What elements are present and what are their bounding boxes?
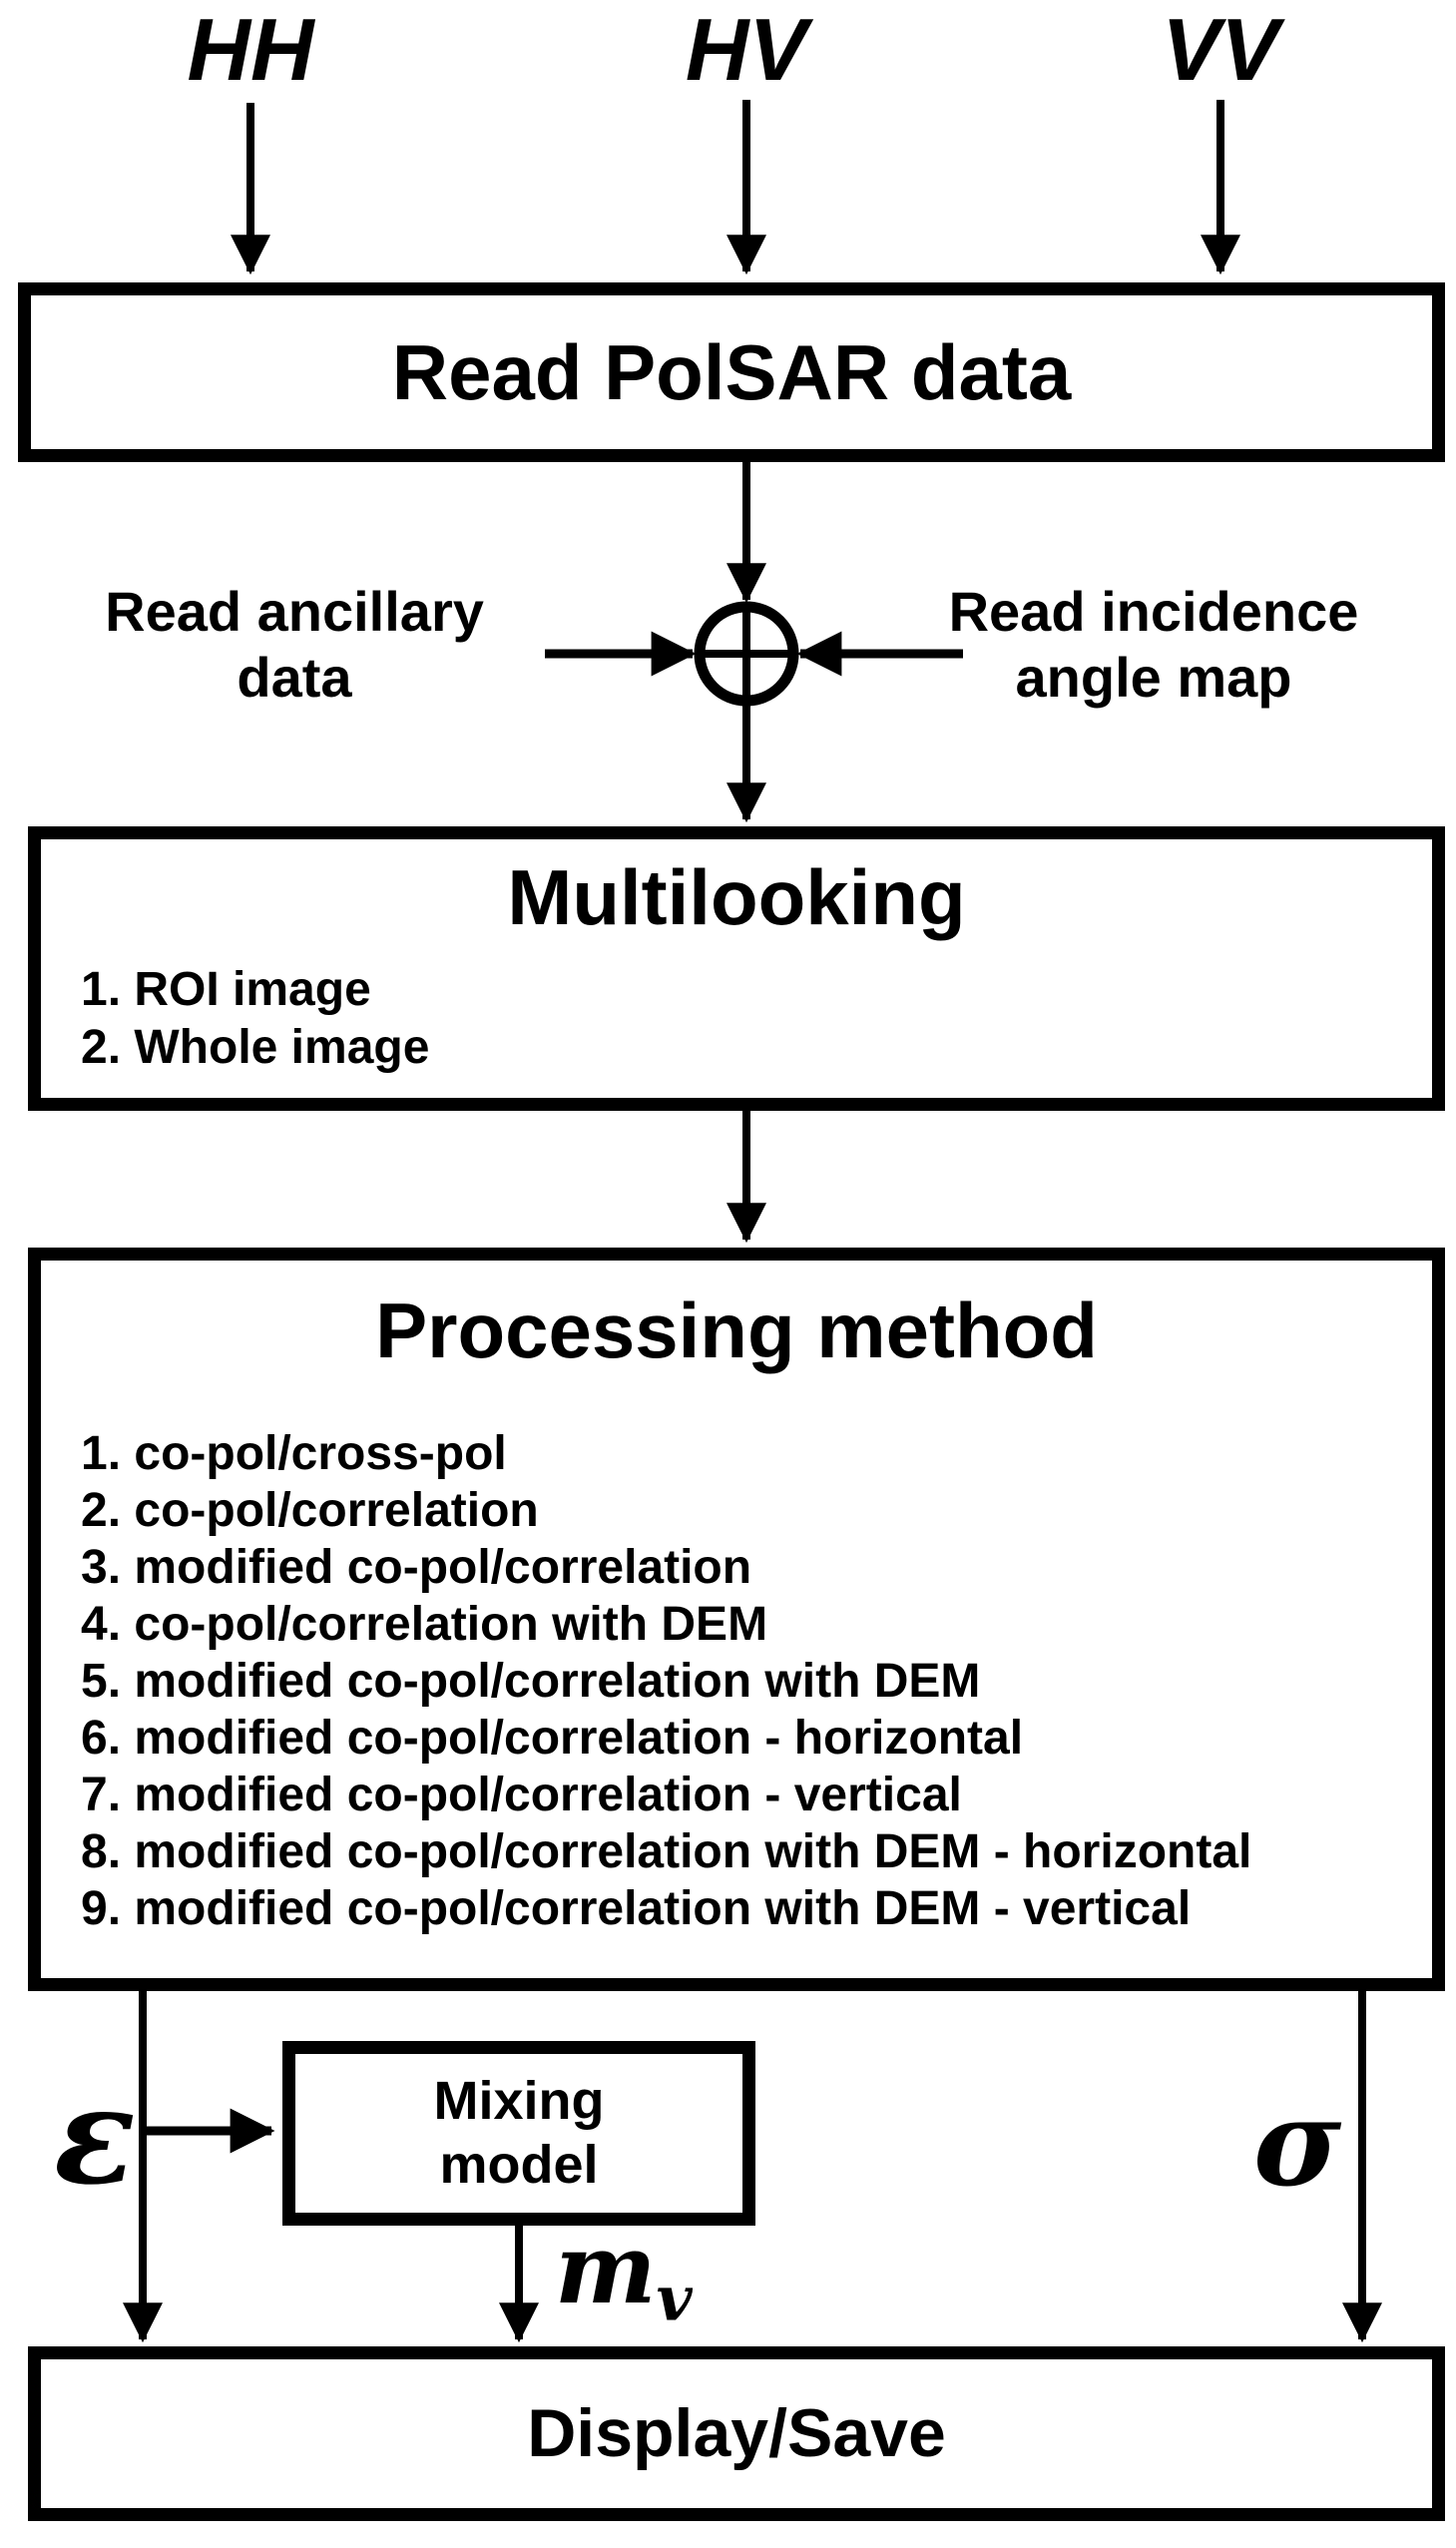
processing-item: 9. modified co-pol/correlation with DEM … [81,1882,1192,1935]
processing-item: 4. co-pol/correlation with DEM [81,1598,768,1651]
mixing-model-box: Mixing model [282,2041,755,2226]
processing-method-list: 1. co-pol/cross-pol 2. co-pol/correlatio… [81,1425,1251,1937]
soil-moisture-label: mv [555,2222,754,2329]
display-save-title: Display/Save [527,2394,946,2471]
multilooking-title: Multilooking [507,853,966,941]
incidence-note-line2: angle map [1015,646,1292,709]
soil-moisture-subscript: v [656,2262,693,2335]
processing-item: 3. modified co-pol/correlation [81,1541,752,1594]
processing-item: 6. modified co-pol/correlation - horizon… [81,1712,1024,1765]
processing-item: 7. modified co-pol/correlation - vertica… [81,1769,962,1821]
mixing-model-title-line2: model [439,2134,599,2195]
input-label-hv: HV [685,0,808,99]
multilooking-item: 1. ROI image [81,963,371,1016]
sigma-label: σ [1252,2073,1342,2214]
input-label-hh: HH [187,0,314,99]
incidence-note-line1: Read incidence [948,580,1359,643]
display-save-box: Display/Save [28,2346,1445,2521]
input-label-vv: VV [1162,0,1279,99]
processing-item: 8. modified co-pol/correlation with DEM … [81,1825,1252,1878]
ancillary-note: Read ancillary data [85,579,504,711]
processing-method-title: Processing method [375,1286,1098,1374]
processing-item: 5. modified co-pol/correlation with DEM [81,1655,981,1708]
ancillary-note-line2: data [237,646,352,709]
ancillary-note-line1: Read ancillary [105,580,484,643]
processing-method-box: Processing method 1. co-pol/cross-pol 2.… [28,1248,1445,1991]
multilooking-list: 1. ROI image 2. Whole image [81,961,429,1077]
incidence-note: Read incidence angle map [944,579,1363,711]
mixing-model-title-line1: Mixing [433,2070,605,2131]
soil-moisture-base: m [555,2213,657,2325]
epsilon-label: ε [53,2056,137,2215]
processing-item: 2. co-pol/correlation [81,1484,539,1537]
read-polsar-title: Read PolSAR data [391,327,1072,416]
processing-item: 1. co-pol/cross-pol [81,1427,507,1480]
multilooking-item: 2. Whole image [81,1021,430,1074]
multilooking-box: Multilooking 1. ROI image 2. Whole image [28,826,1445,1111]
read-polsar-box: Read PolSAR data [18,282,1445,462]
